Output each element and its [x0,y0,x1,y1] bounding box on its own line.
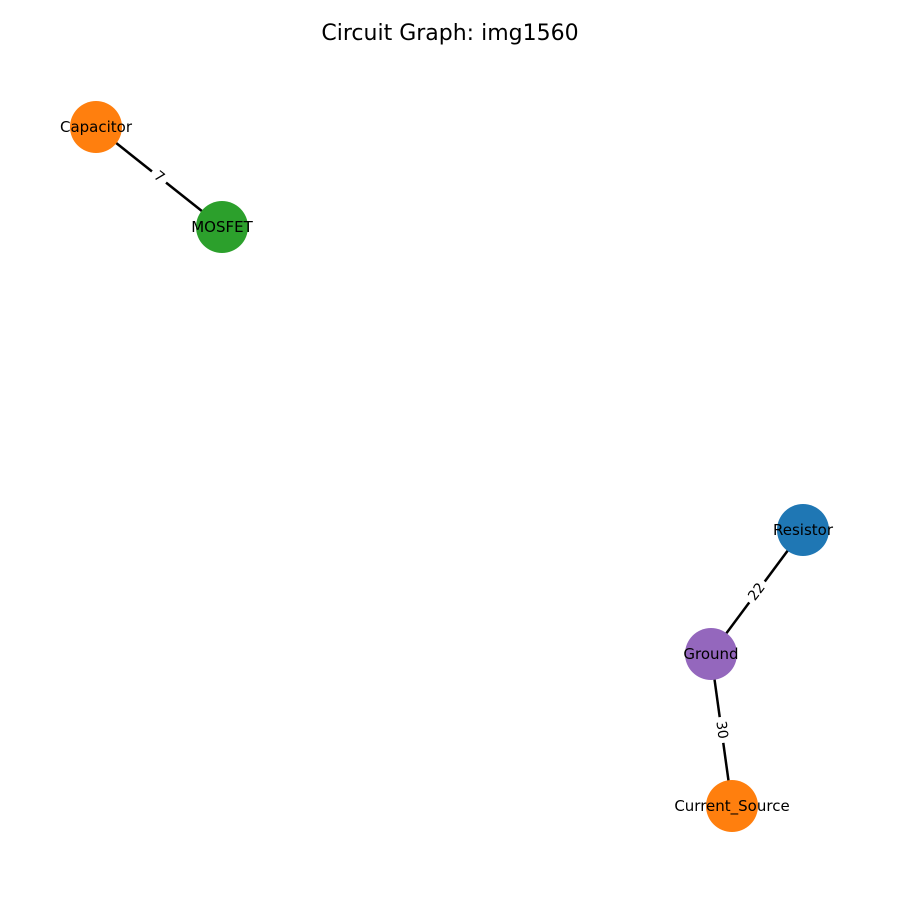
node-mosfet: MOSFET [191,201,254,253]
node-circle [70,101,122,153]
node-label: MOSFET [191,218,253,236]
node-resistor: Resistor [773,504,834,556]
edge-label-background [742,576,772,608]
node-circle [196,201,248,253]
node-circle [685,628,737,680]
node-circle [777,504,829,556]
node-current_source: Current_Source [674,780,790,832]
edge-weight-label: 30 [712,720,730,740]
edge-capacitor-mosfet: 7 [95,126,223,228]
node-label: Capacitor [60,118,133,136]
edge-label-background [146,164,172,190]
node-label: Ground [683,645,738,663]
node-ground: Ground [683,628,739,680]
node-capacitor: Capacitor [60,101,133,153]
node-label: Current_Source [674,797,789,816]
node-label: Resistor [773,521,834,539]
node-circle [706,780,758,832]
edge-label-background [710,715,733,745]
graph-title: Circuit Graph: img1560 [321,21,579,46]
